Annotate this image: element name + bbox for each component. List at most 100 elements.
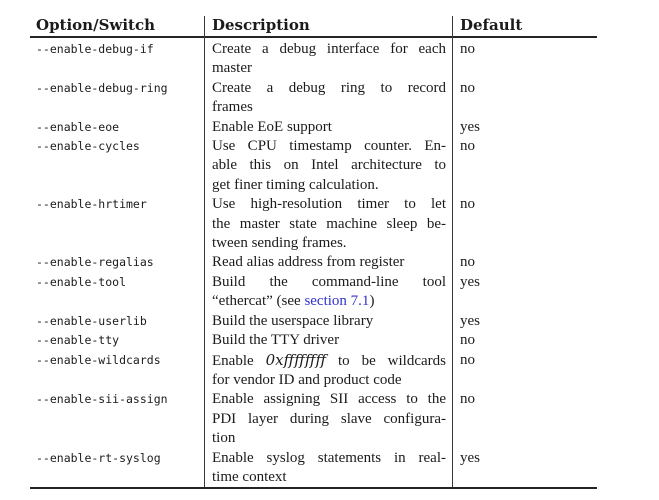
description-line: tween sending frames. xyxy=(212,234,446,253)
header-default: Default xyxy=(460,16,523,34)
option-cell: --enable-rt-syslog xyxy=(36,450,161,465)
description-cell: Build the command-line tool “ethercat” (s… xyxy=(204,273,452,312)
description-cell: Enable EoE support xyxy=(204,118,452,137)
description-line: Use CPU timestamp counter. En- xyxy=(212,137,446,156)
description-line: for vendor ID and product code xyxy=(212,371,446,390)
description-text: “ethercat” (see xyxy=(212,293,305,310)
table-row: --enable-debug-ring Create a debug ring … xyxy=(30,79,597,118)
description-line: frames xyxy=(212,98,446,117)
table-row: --enable-eoe Enable EoE support yes xyxy=(30,118,597,137)
description-text: Create a debug interface for each xyxy=(212,41,446,57)
description-text: Create a debug ring to record xyxy=(212,79,446,96)
bottom-rule xyxy=(30,487,597,489)
description-cell: Create a debug interface for each master xyxy=(204,40,452,79)
description-line: Enable 0xffffffff to be wildcards xyxy=(212,351,446,371)
option-cell: --enable-userlib xyxy=(36,313,147,328)
description-line: Build the command-line tool xyxy=(212,273,446,292)
table-row: --enable-wildcards Enable 0xffffffff to … xyxy=(30,351,597,391)
description-line: “ethercat” (see section 7.1) xyxy=(212,292,446,311)
description-cell: Create a debug ring to record frames xyxy=(204,79,452,118)
default-cell: no xyxy=(460,332,475,349)
description-text: ) xyxy=(369,293,375,310)
description-line: Use high-resolution timer to let xyxy=(212,195,446,214)
option-cell: --enable-tool xyxy=(36,274,127,289)
description-cell: Build the userspace library xyxy=(204,312,452,331)
description-cell: Build the TTY driver xyxy=(204,331,452,350)
default-cell: no xyxy=(460,79,475,96)
default-cell: yes xyxy=(460,449,480,466)
description-text: Enable EoE support xyxy=(212,118,332,135)
description-text: frames xyxy=(212,99,253,116)
description-line: able this on Intel architecture to xyxy=(212,156,446,175)
default-cell: no xyxy=(460,41,475,57)
column-divider-1 xyxy=(204,16,205,489)
column-divider-2 xyxy=(452,16,453,489)
option-cell: --enable-hrtimer xyxy=(36,197,147,212)
description-text: able this on Intel architecture to xyxy=(212,157,446,174)
description-text: Enable assigning SII access to the xyxy=(212,391,446,408)
table-row: --enable-tty Build the TTY driver no xyxy=(30,331,597,350)
description-text: Read alias address from register xyxy=(212,254,405,271)
description-text: tion xyxy=(212,430,236,447)
table-row: --enable-cycles Use CPU timestamp counte… xyxy=(30,137,597,195)
description-text: the master state machine sleep be- xyxy=(212,215,446,232)
description-line: Enable syslog statements in real- xyxy=(212,449,446,468)
header-rule xyxy=(30,36,597,38)
description-line: time context xyxy=(212,468,446,487)
table-body: --enable-debug-if Create a debug interfa… xyxy=(30,40,597,487)
section-link[interactable]: section 7.1 xyxy=(304,293,370,310)
table-row: --enable-regalias Read alias address fro… xyxy=(30,253,597,272)
default-cell: no xyxy=(460,351,475,368)
default-cell: no xyxy=(460,196,475,213)
default-cell: yes xyxy=(460,273,480,290)
description-line: Build the TTY driver xyxy=(212,331,446,350)
description-text: get finer timing calculation. xyxy=(212,176,379,193)
description-text: master xyxy=(212,60,252,77)
description-line: tion xyxy=(212,429,446,448)
description-cell: Use high-resolution timer to let the mast… xyxy=(204,195,452,253)
table-header-row: Option/Switch Description Default xyxy=(30,16,597,35)
option-cell: --enable-wildcards xyxy=(36,352,161,367)
description-line: Create a debug interface for each xyxy=(212,40,446,59)
description-line: master xyxy=(212,59,446,78)
description-line: the master state machine sleep be- xyxy=(212,215,446,234)
hex-wildcard-value: 0xffffffff xyxy=(265,350,327,369)
option-cell: --enable-regalias xyxy=(36,255,154,270)
description-text: to be wildcards xyxy=(326,352,446,369)
description-line: Build the userspace library xyxy=(212,312,446,331)
table-row: --enable-tool Build the command-line too… xyxy=(30,273,597,312)
description-cell: Enable syslog statements in real-time co… xyxy=(204,449,452,488)
description-line: Read alias address from register xyxy=(212,253,446,272)
description-text: for vendor ID and product code xyxy=(212,371,402,388)
default-cell: yes xyxy=(460,118,480,135)
option-cell: --enable-sii-assign xyxy=(36,392,168,407)
default-cell: yes xyxy=(460,312,480,329)
description-text: Enable syslog statements in real- xyxy=(212,449,446,466)
table-row: --enable-debug-if Create a debug interfa… xyxy=(30,40,597,79)
description-text: time context xyxy=(212,468,287,485)
description-line: PDI layer during slave configura- xyxy=(212,410,446,429)
table-row: --enable-rt-syslog Enable syslog stateme… xyxy=(30,449,597,488)
description-line: Enable assigning SII access to the xyxy=(212,390,446,409)
description-text: Build the userspace library xyxy=(212,312,374,329)
default-cell: no xyxy=(460,138,475,155)
description-text: Use high-resolution timer to let xyxy=(212,196,446,213)
description-text: Build the TTY driver xyxy=(212,332,340,349)
description-text: Build the command-line tool xyxy=(212,273,446,290)
description-text: Use CPU timestamp counter. En- xyxy=(212,138,446,155)
option-cell: --enable-tty xyxy=(36,333,120,348)
table-row: --enable-sii-assign Enable assigning SII… xyxy=(30,390,597,448)
description-cell: Read alias address from register xyxy=(204,253,452,272)
header-description: Description xyxy=(212,16,310,34)
description-text: Enable xyxy=(212,352,266,369)
description-line: Create a debug ring to record xyxy=(212,79,446,98)
description-cell: Use CPU timestamp counter. En-able this … xyxy=(204,137,452,195)
option-cell: --enable-cycles xyxy=(36,139,140,154)
header-option-switch: Option/Switch xyxy=(36,16,155,34)
description-text: tween sending frames. xyxy=(212,235,347,252)
description-line: get finer timing calculation. xyxy=(212,176,446,195)
option-cell: --enable-eoe xyxy=(36,119,120,134)
